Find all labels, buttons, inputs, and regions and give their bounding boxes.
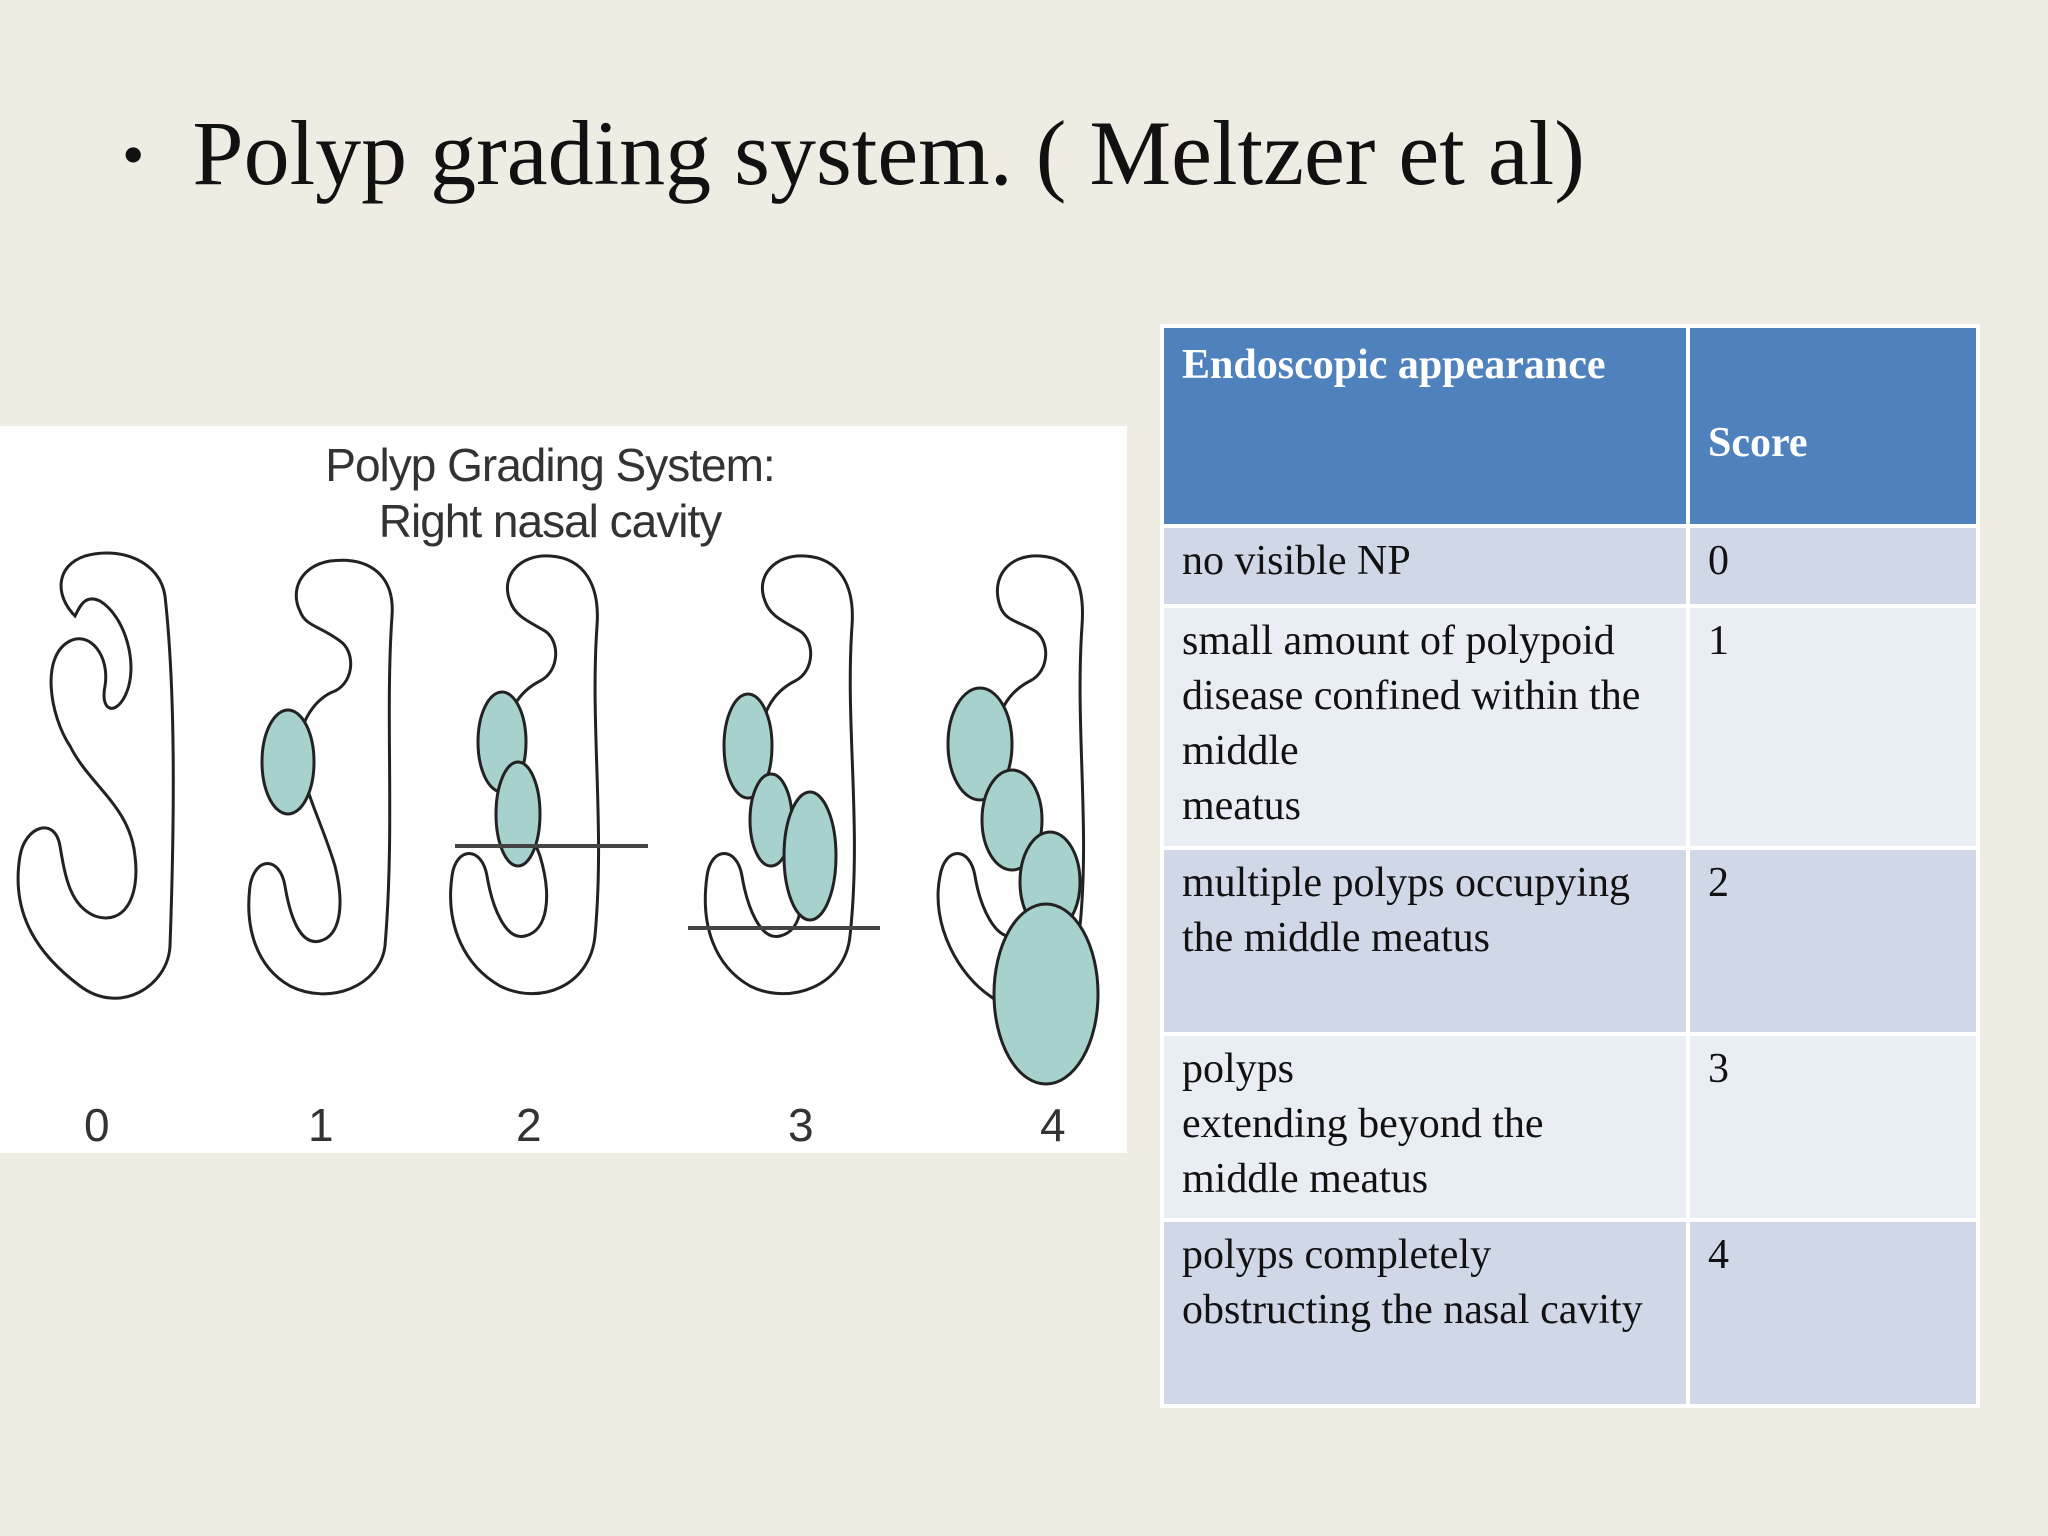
cavity-grade-2 — [449, 554, 601, 996]
grade-label-2: 2 — [516, 1099, 542, 1151]
slide-title: • Polyp grading system. ( Meltzer et al) — [122, 100, 1585, 206]
appearance-cell: small amount of polypoid disease confine… — [1160, 604, 1690, 850]
cavity-grade-0 — [16, 551, 175, 1000]
polyp-grade-1 — [260, 708, 316, 816]
nasal-cavity-diagrams — [16, 551, 1100, 1086]
score-cell: 4 — [1686, 1218, 1980, 1408]
polyps-grade-2 — [476, 690, 542, 868]
polyp-grading-table: Endoscopic appearance Score no visible N… — [1160, 324, 1980, 1408]
table-row: multiple polyps occupying the middle mea… — [1160, 846, 1980, 1036]
slide-title-text: Polyp grading system. ( Meltzer et al) — [192, 102, 1585, 204]
grade-label-0: 0 — [84, 1099, 110, 1151]
table-row: polyps completely obstructing the nasal … — [1160, 1218, 1980, 1408]
polyps-grade-3 — [722, 692, 838, 922]
grade-label-1: 1 — [308, 1099, 334, 1151]
table-row: small amount of polypoid disease confine… — [1160, 604, 1980, 850]
cavity-grade-4 — [936, 554, 1086, 1008]
appearance-cell: polyps extending beyond the middle meatu… — [1160, 1032, 1690, 1222]
grade-label-4: 4 — [1040, 1099, 1066, 1151]
score-cell: 1 — [1686, 604, 1980, 850]
appearance-cell: no visible NP — [1160, 524, 1690, 608]
appearance-cell: multiple polyps occupying the middle mea… — [1160, 846, 1690, 1036]
score-cell: 3 — [1686, 1032, 1980, 1222]
score-cell: 0 — [1686, 524, 1980, 608]
cavity-grade-3 — [703, 554, 856, 996]
grade-label-3: 3 — [788, 1099, 814, 1151]
table-row: no visible NP 0 — [1160, 524, 1980, 608]
polyps-grade-4 — [946, 686, 1100, 1086]
bullet-icon: • — [122, 119, 145, 190]
header-endoscopic-appearance: Endoscopic appearance — [1160, 324, 1690, 528]
score-cell: 2 — [1686, 846, 1980, 1036]
polyp-grading-figure: Polyp Grading System: Right nasal cavity — [0, 426, 1127, 1153]
figure-title-line1: Polyp Grading System: — [325, 439, 775, 491]
header-score: Score — [1686, 324, 1980, 528]
figure-title-line2: Right nasal cavity — [378, 495, 723, 547]
table-header-row: Endoscopic appearance Score — [1160, 324, 1980, 528]
cavity-grade-1 — [247, 558, 394, 996]
appearance-cell: polyps completely obstructing the nasal … — [1160, 1218, 1690, 1408]
table-row: polyps extending beyond the middle meatu… — [1160, 1032, 1980, 1222]
